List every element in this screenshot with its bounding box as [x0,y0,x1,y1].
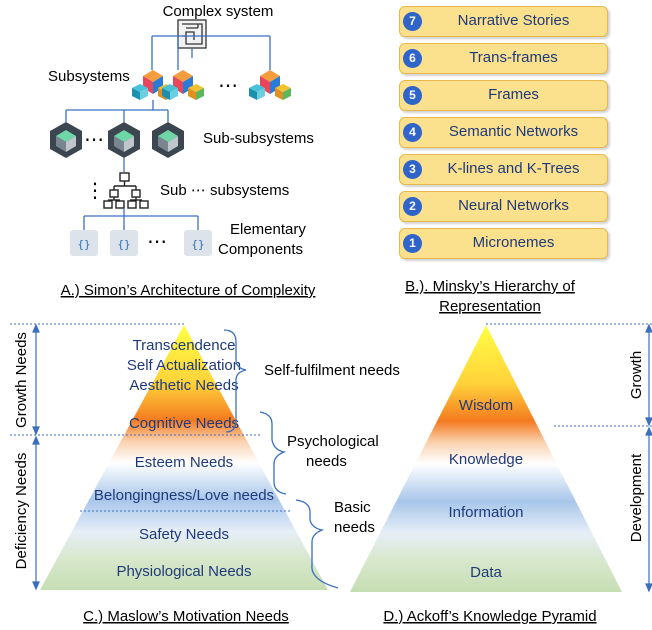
maze-icon [177,19,207,49]
hex-module-1-icon [50,122,82,158]
self-fulfilment-label: Self-fulfilment needs [264,362,400,379]
level-number-badge: 3 [403,160,422,179]
code-block-1-icon: {} [70,230,98,256]
minsky-level-3: 3 K-lines and K-Trees [399,154,608,185]
minsky-level-label: K-lines and K-Trees [447,160,580,177]
psychological-label-line2: needs [306,453,347,470]
brace-psychological [259,411,287,495]
hex-module-3-icon [152,122,184,158]
maslow-level-aesthetic: Aesthetic Needs [129,377,238,394]
maslow-level-cognitive: Cognitive Needs [129,415,239,432]
maslow-level-physiological: Physiological Needs [116,563,251,580]
minsky-level-label: Trans-frames [469,49,558,66]
minsky-level-label: Neural Networks [458,197,569,214]
minsky-level-label: Micronemes [472,234,555,251]
maslow-level-transcendence: Transcendence [133,337,236,354]
tree-lines-middle [65,100,169,122]
ackoff-level-data: Data [470,564,502,581]
code-block-3-icon: {} [184,230,212,256]
panel-b-caption-line1: B.). Minsky’s Hierarchy of [405,278,576,295]
minsky-level-4: 4 Semantic Networks [399,117,608,148]
maslow-level-self-actualization: Self Actualization [127,357,241,374]
growth-needs-label: Growth Needs [13,332,30,428]
hierarchy-icon [103,172,149,209]
brace-basic [295,499,339,589]
hex-module-2-icon [108,122,140,158]
complex-system-label: Complex system [163,3,274,20]
level-number-badge: 1 [403,234,422,253]
psychological-label-line1: Psychological [287,433,379,450]
minsky-level-6: 6 Trans-frames [399,43,608,74]
basic-label-line2: needs [334,519,375,536]
ackoff-level-information: Information [448,504,523,521]
panel-b-caption-line2: Representation [439,298,541,315]
svg-text:{}: {} [117,238,130,251]
level-number-badge: 5 [403,86,422,105]
panel-c-caption: C.) Maslow’s Motivation Needs [83,608,289,625]
brace-self-fulfilment [223,329,247,433]
sub-subsystems-label: Sub-subsystems [203,130,314,147]
panel-a-simon: Complex system Subsystems [48,3,316,299]
ackoff-level-wisdom: Wisdom [459,397,513,414]
tree-lines-top [151,35,271,70]
subsystems-label: Subsystems [48,68,130,85]
level-number-badge: 6 [403,49,422,68]
ackoff-pyramid [350,325,622,592]
svg-text:{}: {} [77,238,90,251]
elementary-label-line2: Components [218,241,303,258]
code-block-2-icon: {} [110,230,138,256]
level-number-badge: 2 [403,197,422,216]
sub-dots-subsystems-label: Sub ⋯ subsystems [160,182,289,199]
panel-c-maslow: Growth Needs Deficiency Needs Transcende… [10,323,400,625]
maslow-pyramid [40,325,328,590]
elementary-ellipsis: ⋯ [147,231,167,253]
sub-subsystems-ellipsis: ⋯ [84,129,104,151]
subsystems-ellipsis: ⋯ [218,75,238,97]
basic-label-line1: Basic [334,499,371,516]
minsky-level-label: Narrative Stories [457,12,570,29]
minsky-level-label: Frames [488,86,539,103]
vertical-ellipsis: ⋮ [85,180,105,202]
panel-a-caption: A.) Simon’s Architecture of Complexity [61,282,316,299]
minsky-level-5: 5 Frames [399,80,608,111]
growth-label: Growth [628,351,645,399]
minsky-level-label: Semantic Networks [448,123,579,140]
maslow-level-belongingness: Belongingness/Love needs [94,487,274,504]
maslow-level-safety: Safety Needs [139,526,229,543]
svg-text:{}: {} [191,238,204,251]
cube-cluster-3-icon [249,70,291,100]
maslow-level-esteem: Esteem Needs [135,454,233,471]
level-number-badge: 7 [403,12,422,31]
deficiency-needs-label: Deficiency Needs [13,453,30,570]
panel-d-ackoff: Growth Development Wisdom Knowledge Info… [350,323,652,625]
ackoff-level-knowledge: Knowledge [449,451,523,468]
development-label: Development [628,453,645,542]
minsky-level-7: 7 Narrative Stories [399,6,608,37]
cube-cluster-2-icon [162,70,204,100]
panel-d-caption: D.) Ackoff’s Knowledge Pyramid [383,608,596,625]
minsky-level-1: 1 Micronemes [399,228,608,259]
tree-lines-bottom [83,208,199,230]
elementary-label-line1: Elementary [230,221,306,238]
minsky-level-2: 2 Neural Networks [399,191,608,222]
level-number-badge: 4 [403,123,422,142]
